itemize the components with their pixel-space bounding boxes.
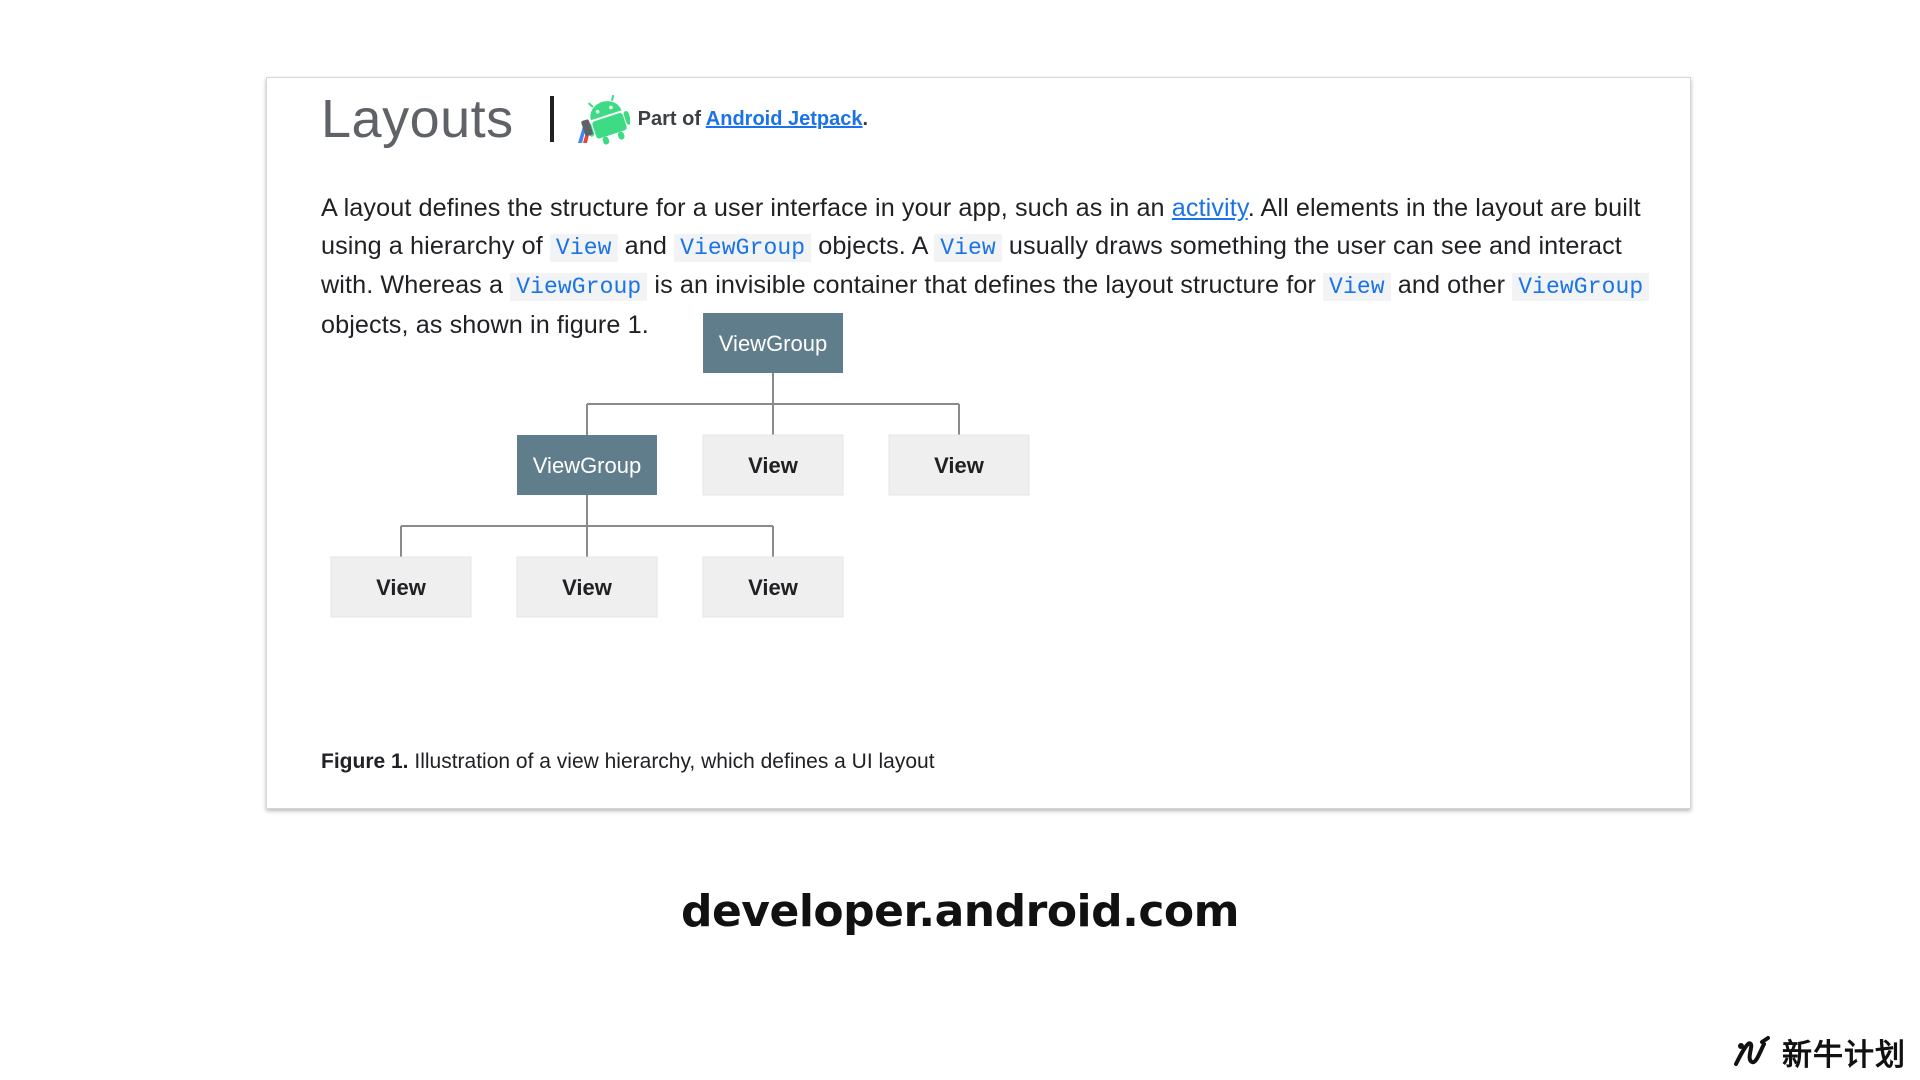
activity-link[interactable]: activity [1171, 194, 1248, 222]
node-box [888, 434, 1030, 496]
code-view[interactable]: View [549, 233, 618, 262]
node-child-view-1: View [702, 434, 844, 496]
paragraph-text: and other [1390, 271, 1513, 299]
connector-root [586, 373, 960, 435]
node-child-group: ViewGroup [517, 435, 657, 495]
node-label: View [376, 575, 427, 600]
code-viewgroup[interactable]: ViewGroup [1512, 273, 1650, 301]
figure-caption: Figure 1. Illustration of a view hierarc… [321, 750, 935, 774]
paragraph-text: and [617, 231, 675, 260]
paragraph-text: is an invisible container that defines t… [647, 271, 1324, 299]
jetpack-prefix: Part of [637, 107, 706, 130]
code-viewgroup[interactable]: ViewGroup [674, 233, 812, 262]
node-label: ViewGroup [719, 331, 827, 356]
node-label: View [748, 453, 799, 478]
site-url: developer.android.com [680, 886, 1240, 937]
page-title: Layouts [321, 89, 514, 149]
figure-caption-text: Illustration of a view hierarchy, which … [408, 750, 935, 773]
android-jetpack-icon [577, 94, 630, 145]
node-leaf-view-2: View [516, 556, 658, 618]
paragraph-text: usually draws something the user can see… [321, 231, 1622, 300]
intro-paragraph: A layout defines the structure for a use… [321, 190, 1661, 344]
brand-logo-icon [1734, 1036, 1770, 1066]
node-leaf-view-3: View [702, 556, 844, 618]
paragraph-text: . All elements in the layout are built u… [321, 194, 1641, 260]
node-box [516, 556, 658, 618]
node-box [702, 434, 844, 496]
jetpack-suffix: . [862, 107, 869, 130]
brand-watermark: 新牛计划 [1732, 1032, 1906, 1073]
paragraph-text: objects. A [811, 231, 935, 260]
node-child-view-2: View [888, 434, 1030, 496]
doc-card: Layouts [266, 77, 1691, 809]
brand-text: 新牛计划 [1782, 1038, 1906, 1073]
jetpack-note: Part of Android Jetpack. [638, 108, 868, 131]
android-jetpack-link[interactable]: Android Jetpack [705, 107, 863, 130]
connector-child-group [400, 495, 774, 557]
node-label: View [562, 575, 613, 600]
figure-caption-label: Figure 1. [321, 750, 409, 773]
paragraph-text: objects, as shown in figure 1. [321, 310, 649, 339]
code-view[interactable]: View [1323, 273, 1391, 301]
node-box [517, 435, 657, 495]
paragraph-text: A layout defines the structure for a use… [321, 194, 1172, 222]
node-box [703, 313, 843, 373]
node-box [330, 556, 472, 618]
node-leaf-view-1: View [330, 556, 472, 618]
code-view[interactable]: View [934, 233, 1002, 262]
title-separator [549, 96, 554, 142]
node-label: ViewGroup [533, 453, 641, 478]
node-label: View [934, 453, 985, 478]
node-label: View [748, 575, 799, 600]
node-box [702, 556, 844, 618]
code-viewgroup[interactable]: ViewGroup [510, 273, 648, 301]
node-root: ViewGroup [703, 313, 843, 373]
title-row: Layouts [321, 88, 868, 150]
